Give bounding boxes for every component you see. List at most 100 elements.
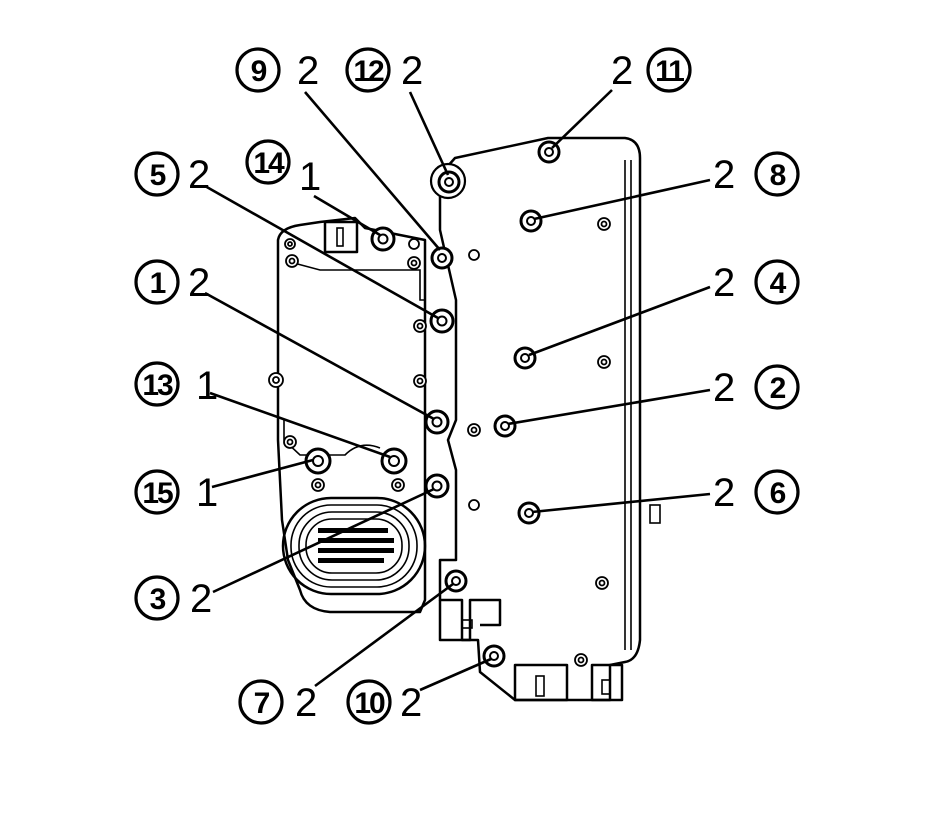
bottom-connector-tab <box>590 663 624 702</box>
callout-8: 2 8 <box>713 151 800 197</box>
callout-circle <box>346 679 392 725</box>
callout-11: 2 11 <box>611 47 692 93</box>
callout-circle <box>235 47 281 93</box>
callout-circle <box>754 469 800 515</box>
callout-15: 15 1 <box>134 469 218 515</box>
bottom-connector-slot <box>535 675 545 697</box>
bolt-2 <box>493 414 517 438</box>
callout-qty: 1 <box>196 364 218 408</box>
callout-9: 9 2 <box>235 47 319 93</box>
callout-qty: 2 <box>611 49 633 93</box>
bottom-connector-tab-slot <box>601 679 611 695</box>
callout-id: 7 <box>254 687 270 720</box>
leader-5 <box>204 184 439 320</box>
callout-qty: 2 <box>400 681 422 725</box>
bolt-1 <box>424 409 450 435</box>
left-plate-inner-edge <box>289 261 426 301</box>
callout-circle <box>134 151 180 197</box>
callout-id: 12 <box>353 55 384 88</box>
left-top-connector-slot <box>336 227 344 247</box>
bolt-3 <box>424 473 450 499</box>
leader-1 <box>204 291 435 421</box>
callout-circle <box>238 679 284 725</box>
leader-12 <box>408 91 450 176</box>
callout-id: 5 <box>150 159 166 192</box>
bracket <box>438 598 502 642</box>
leader-13 <box>209 391 391 459</box>
callout-qty: 2 <box>401 49 423 93</box>
callout-id: 8 <box>770 159 786 192</box>
bottom-connector-block <box>513 663 569 702</box>
bolt-6 <box>517 501 541 525</box>
callout-3: 3 2 <box>134 575 212 621</box>
callout-qty: 2 <box>713 261 735 305</box>
callout-id: 15 <box>142 477 173 510</box>
bolt-9 <box>429 162 467 200</box>
plate-holes <box>268 217 611 667</box>
callout-circle <box>345 47 391 93</box>
leader-10 <box>419 657 492 692</box>
leader-6 <box>531 492 711 514</box>
bolt-12 <box>430 246 454 270</box>
callout-5: 5 2 <box>134 151 210 197</box>
callout-id: 14 <box>253 147 285 180</box>
leader-lines <box>204 89 711 692</box>
callout-qty: 2 <box>297 49 319 93</box>
callout-qty: 2 <box>188 261 210 305</box>
plate-side-tab <box>649 504 661 524</box>
callout-qty: 2 <box>713 366 735 410</box>
callout-circle <box>754 364 800 410</box>
left-top-connector <box>323 220 359 254</box>
left-plate-outline <box>276 216 427 614</box>
callout-id: 1 <box>150 267 166 300</box>
leader-9 <box>304 91 441 251</box>
bolt-10 <box>482 644 506 668</box>
callout-2: 2 2 <box>713 364 800 410</box>
callout-qty: 2 <box>713 153 735 197</box>
leader-8 <box>533 178 711 221</box>
callout-circle <box>754 259 800 305</box>
bolt-13 <box>380 447 408 475</box>
callout-qty: 2 <box>190 577 212 621</box>
callout-12: 12 2 <box>345 47 423 93</box>
callout-circle <box>134 575 180 621</box>
callout-id: 9 <box>251 55 267 88</box>
callout-id: 4 <box>770 267 787 300</box>
callout-1: 1 2 <box>134 259 210 305</box>
callout-14: 14 1 <box>245 139 321 199</box>
callout-qty: 1 <box>299 155 321 199</box>
leader-3 <box>212 487 435 594</box>
callout-circle <box>754 151 800 197</box>
leader-14 <box>313 194 381 237</box>
callout-circle <box>245 139 291 185</box>
bolt-5 <box>429 308 455 334</box>
leader-4 <box>528 285 711 357</box>
callout-id: 10 <box>354 687 385 720</box>
bolt-4 <box>513 346 537 370</box>
bolt-8 <box>519 209 543 233</box>
callout-circle <box>134 361 180 407</box>
callout-id: 6 <box>770 477 786 510</box>
main-plate-outline <box>438 136 642 702</box>
callout-circle <box>646 47 692 93</box>
callout-id: 11 <box>655 55 684 88</box>
callout-7: 7 2 <box>238 679 317 725</box>
callout-id: 3 <box>150 583 166 616</box>
callout-id: 2 <box>770 372 786 405</box>
callout-qty: 2 <box>188 153 210 197</box>
callout-circle <box>134 259 180 305</box>
bracket-slot <box>461 619 473 629</box>
callout-circle <box>134 469 180 515</box>
leader-2 <box>507 388 711 426</box>
callout-10: 10 2 <box>346 679 422 725</box>
callout-qty: 1 <box>196 471 218 515</box>
callout-qty: 2 <box>713 471 735 515</box>
callout-6: 2 6 <box>713 469 800 515</box>
leader-15 <box>211 458 314 489</box>
callout-qty: 2 <box>295 681 317 725</box>
leader-11 <box>551 89 613 149</box>
callout-13: 13 1 <box>134 361 218 408</box>
leader-7 <box>314 582 454 688</box>
